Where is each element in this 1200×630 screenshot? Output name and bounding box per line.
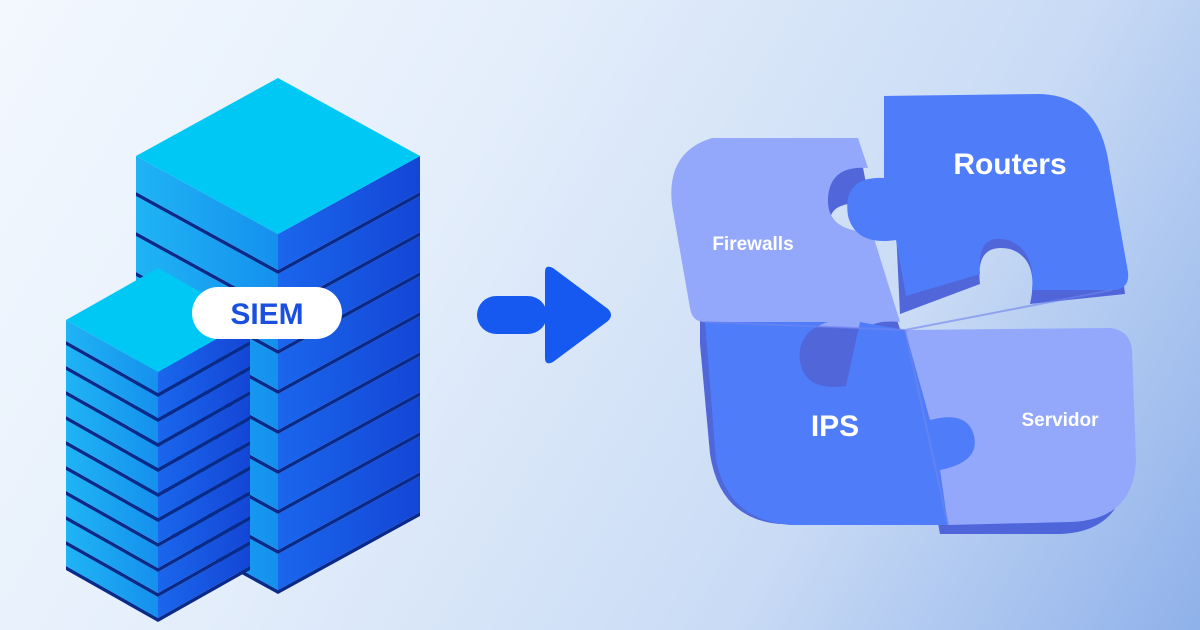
server-unit (66, 470, 250, 547)
arrow-shaft (477, 296, 547, 334)
server-unit (66, 370, 250, 447)
server-stack-small (66, 268, 250, 622)
server-unit (66, 345, 250, 422)
server-unit (66, 445, 250, 522)
server-unit (66, 420, 250, 497)
puzzle-piece-ips (705, 322, 975, 525)
server-unit (66, 520, 250, 597)
arrow-head (545, 266, 611, 364)
siem-label: SIEM (230, 298, 303, 331)
puzzle-icon: Firewalls Routers IPS Servidor (671, 94, 1136, 534)
server-unit (136, 196, 420, 314)
server-unit (66, 395, 250, 472)
puzzle-piece-firewalls (671, 138, 905, 380)
label-firewalls: Firewalls (712, 234, 793, 255)
siem-pill (192, 287, 342, 339)
server-stack-icon: SIEM (66, 78, 420, 622)
server-unit (66, 545, 250, 622)
siem-badge: SIEM (192, 287, 342, 339)
puzzle-piece-servidor (905, 328, 1136, 525)
puzzle-seams (704, 289, 1113, 526)
server-unit (136, 78, 420, 274)
server-unit (66, 495, 250, 572)
label-routers: Routers (953, 148, 1066, 181)
label-ips: IPS (811, 410, 859, 443)
puzzle-piece-routers (847, 94, 1129, 296)
arrow-right-icon (477, 266, 611, 364)
label-servidor: Servidor (1021, 410, 1099, 431)
